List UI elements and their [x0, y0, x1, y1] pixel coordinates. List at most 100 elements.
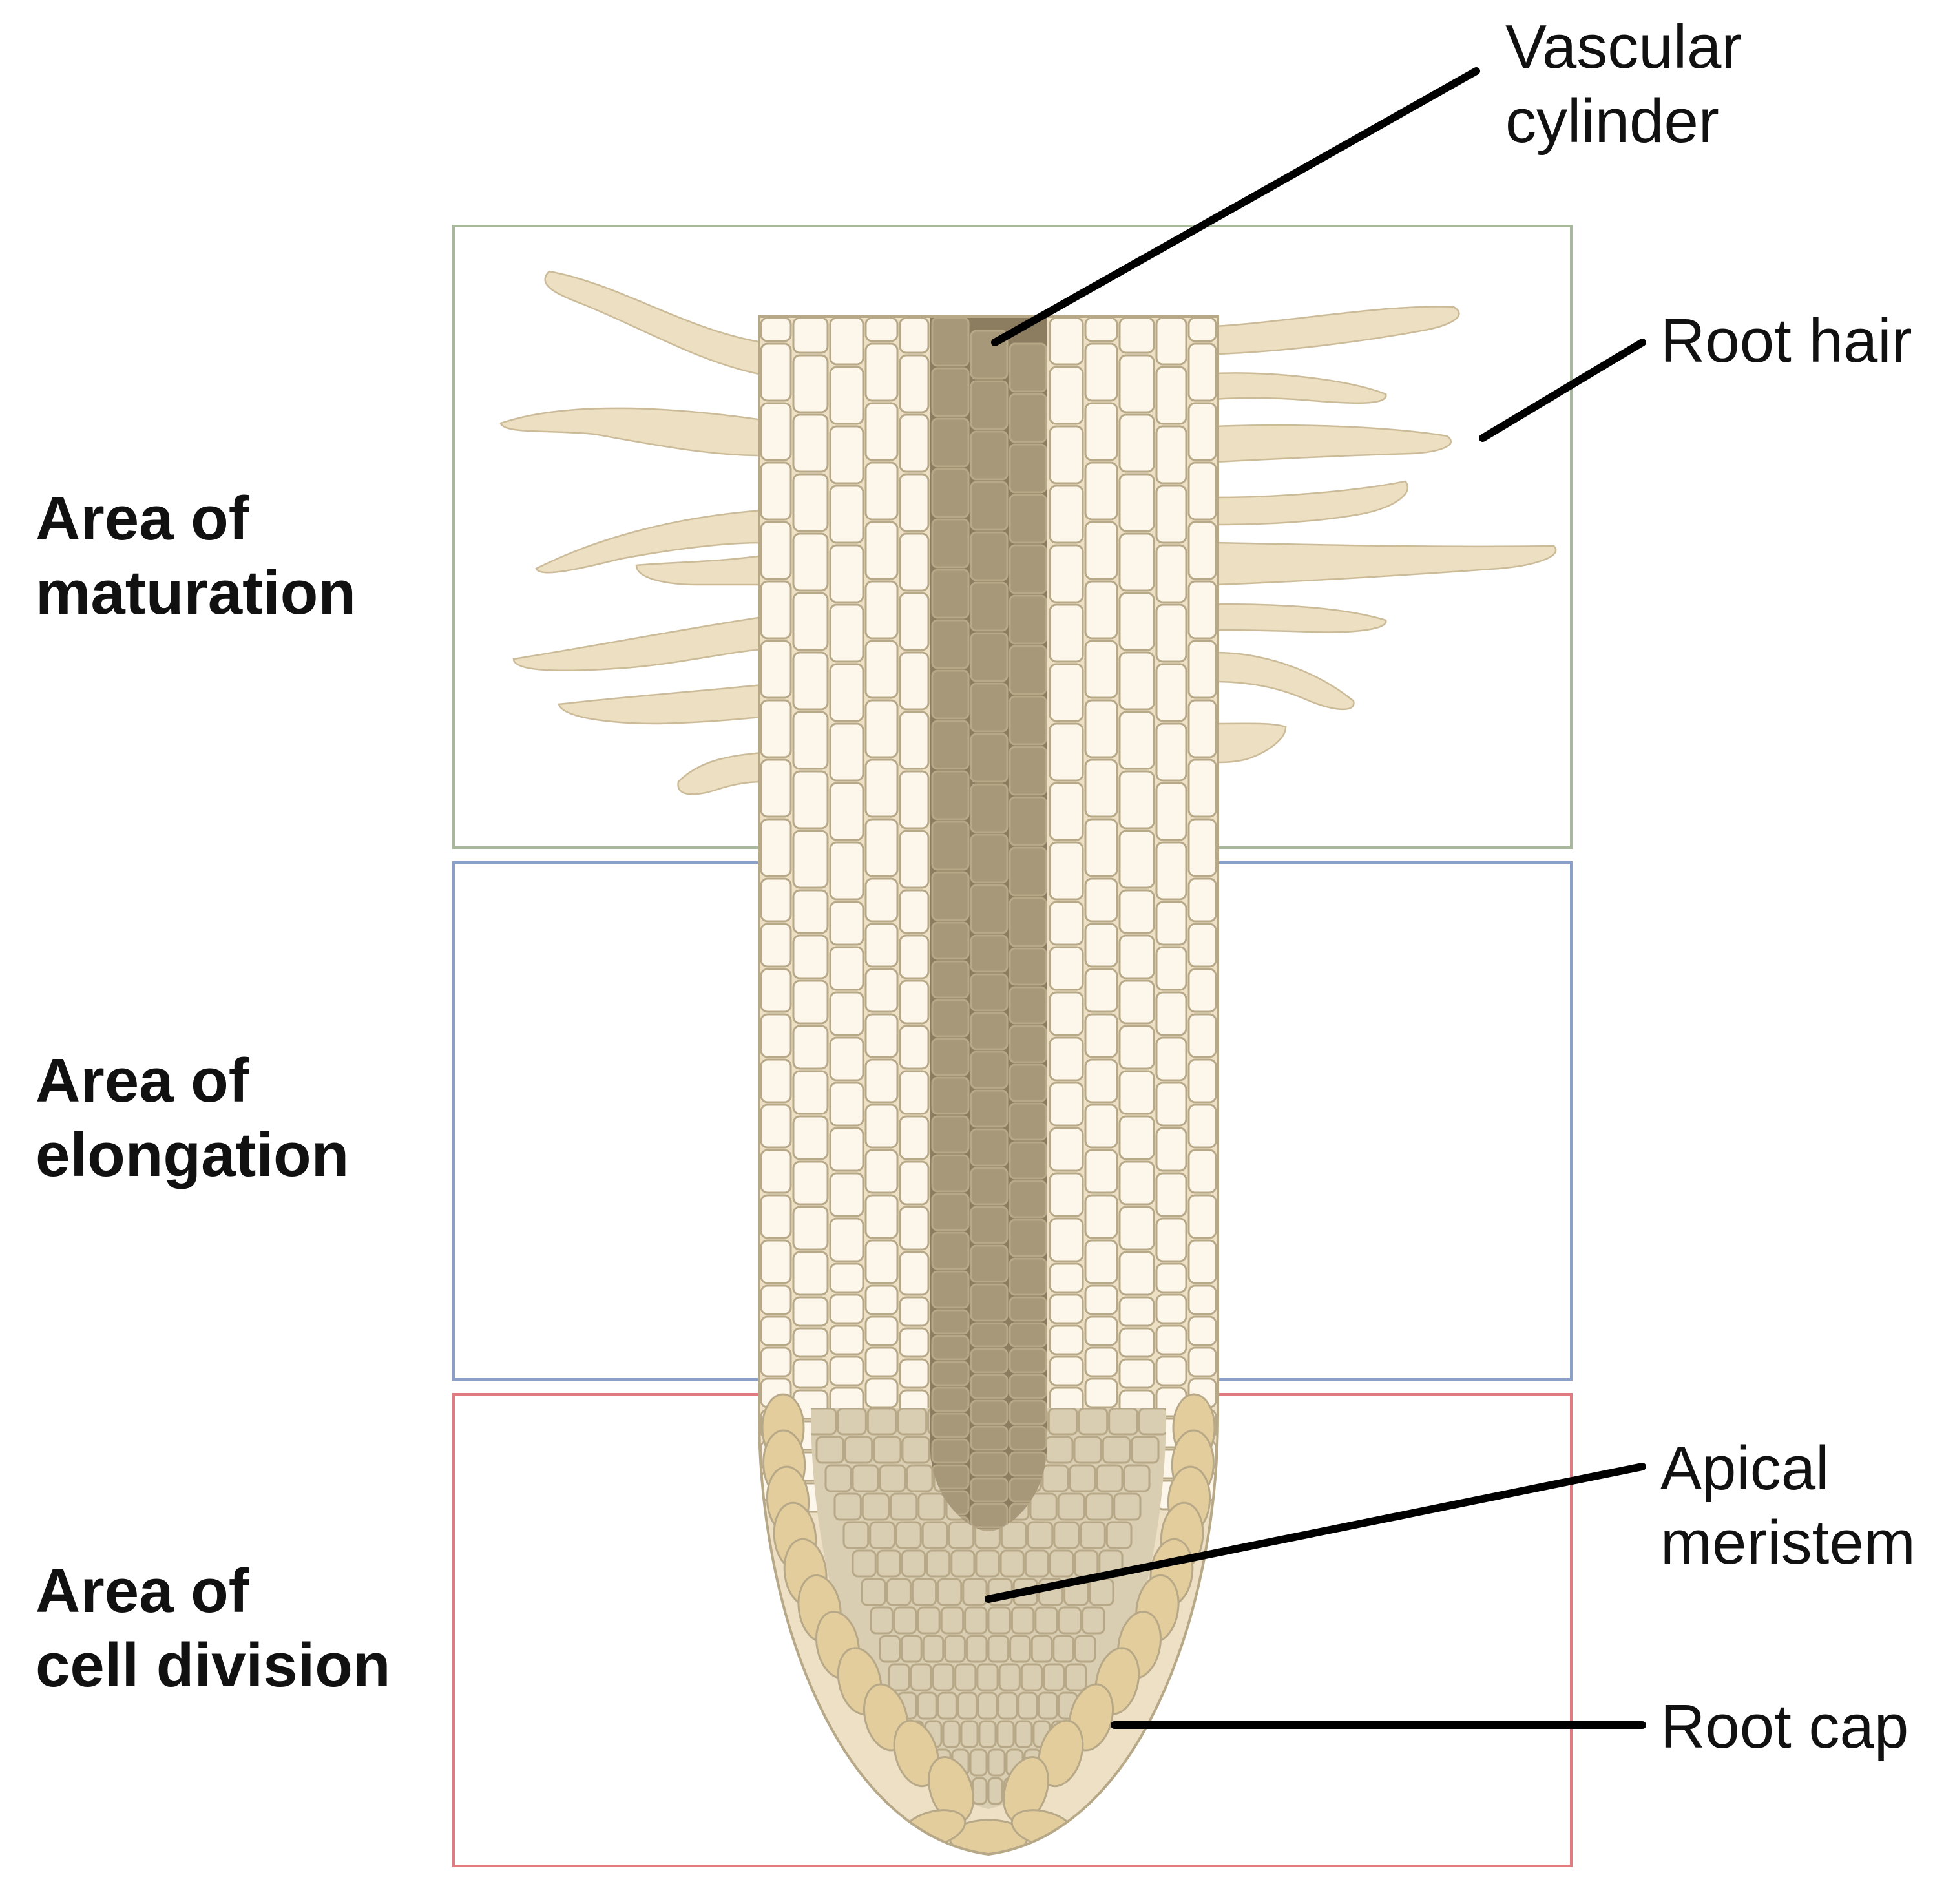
- cell: [899, 413, 930, 473]
- cell: [829, 1127, 864, 1172]
- cell: [1084, 1013, 1118, 1058]
- cell: [970, 783, 1009, 833]
- cell: [792, 473, 829, 532]
- cell: [1049, 603, 1084, 663]
- cell: [1118, 770, 1155, 830]
- cell: [931, 1386, 970, 1412]
- cell: [1084, 1284, 1118, 1315]
- cell: [869, 1521, 895, 1549]
- cell: [937, 1578, 963, 1606]
- cell: [1078, 1408, 1109, 1436]
- cell: [890, 1492, 918, 1521]
- cell: [957, 1691, 978, 1720]
- cell: [792, 1206, 829, 1251]
- root-hair: [635, 554, 764, 586]
- root-body: [759, 317, 1218, 1854]
- root-cap-cell: [1038, 1719, 1084, 1788]
- cell: [792, 1327, 829, 1358]
- cell: [1187, 1239, 1217, 1284]
- cell: [829, 1293, 864, 1324]
- cell: [917, 1606, 941, 1635]
- cell: [760, 1284, 792, 1315]
- cell: [829, 1036, 864, 1082]
- cell: [1020, 1663, 1043, 1691]
- cell: [1084, 1149, 1118, 1194]
- cell: [1187, 1346, 1217, 1377]
- cell: [760, 640, 792, 699]
- cell: [864, 923, 899, 968]
- root-cap-cell: [893, 1719, 939, 1788]
- cell: [792, 651, 829, 711]
- cell: [1187, 580, 1217, 640]
- cell: [931, 1038, 970, 1076]
- cell: [864, 342, 899, 402]
- cell: [829, 425, 864, 485]
- cell: [1049, 722, 1084, 782]
- cell: [1009, 645, 1047, 695]
- cell: [1045, 1436, 1074, 1464]
- cell: [1024, 1549, 1049, 1578]
- cell: [1000, 1521, 1027, 1549]
- cell: [1085, 1492, 1114, 1521]
- cell: [1049, 901, 1084, 946]
- cell: [987, 1777, 1003, 1805]
- cell: [1009, 1025, 1047, 1063]
- cell: [1123, 1464, 1151, 1492]
- root-hair: [1213, 306, 1460, 355]
- cell: [1018, 1691, 1038, 1720]
- cell: [1084, 1239, 1118, 1284]
- cell: [870, 1606, 894, 1635]
- cell: [1009, 342, 1047, 393]
- cell: [1049, 1324, 1084, 1355]
- cell: [792, 711, 829, 770]
- cell: [873, 1436, 902, 1464]
- cell: [1118, 1025, 1155, 1070]
- cell: [1009, 1374, 1047, 1399]
- cell: [970, 1167, 1009, 1206]
- cell: [1009, 443, 1047, 494]
- cell: [931, 619, 970, 669]
- cell: [899, 770, 930, 830]
- cell: [931, 999, 970, 1038]
- cell: [942, 1720, 961, 1748]
- cell: [1118, 1206, 1155, 1251]
- cell: [970, 833, 1009, 884]
- cell: [864, 461, 899, 521]
- cell: [1043, 1663, 1065, 1691]
- cell: [1080, 1521, 1106, 1549]
- cell: [1155, 663, 1187, 722]
- cell: [926, 1549, 951, 1578]
- apical-meristem-label: Apical meristem: [1660, 1434, 1916, 1577]
- cell: [899, 934, 930, 979]
- vascular-cylinder-label: Vascular cylinder: [1505, 12, 1759, 156]
- apical-meristem-leader: [985, 1463, 1646, 1603]
- cell: [792, 413, 829, 473]
- cell: [829, 1172, 864, 1217]
- cell: [833, 1492, 862, 1521]
- root-hair: [544, 270, 764, 376]
- cell: [931, 1438, 970, 1464]
- cell: [960, 1720, 979, 1748]
- cell: [970, 1477, 1009, 1503]
- cell: [910, 1663, 932, 1691]
- cell: [1118, 1327, 1155, 1358]
- cell: [1118, 979, 1155, 1025]
- cell: [1069, 1464, 1096, 1492]
- cell: [760, 317, 792, 342]
- cell: [1155, 1293, 1187, 1324]
- cell: [899, 317, 930, 354]
- cell: [1074, 1549, 1099, 1578]
- cell: [864, 1149, 899, 1194]
- cell: [1047, 1408, 1078, 1436]
- cell: [931, 518, 970, 569]
- cell: [792, 1251, 829, 1296]
- cell: [1049, 1172, 1084, 1217]
- cell: [970, 430, 1009, 481]
- cell: [1187, 923, 1217, 968]
- cell: [1057, 1492, 1085, 1521]
- cell: [970, 1051, 1009, 1089]
- cell: [899, 1115, 930, 1160]
- cell: [829, 1217, 864, 1262]
- cell: [950, 1549, 976, 1578]
- cell: [1187, 640, 1217, 699]
